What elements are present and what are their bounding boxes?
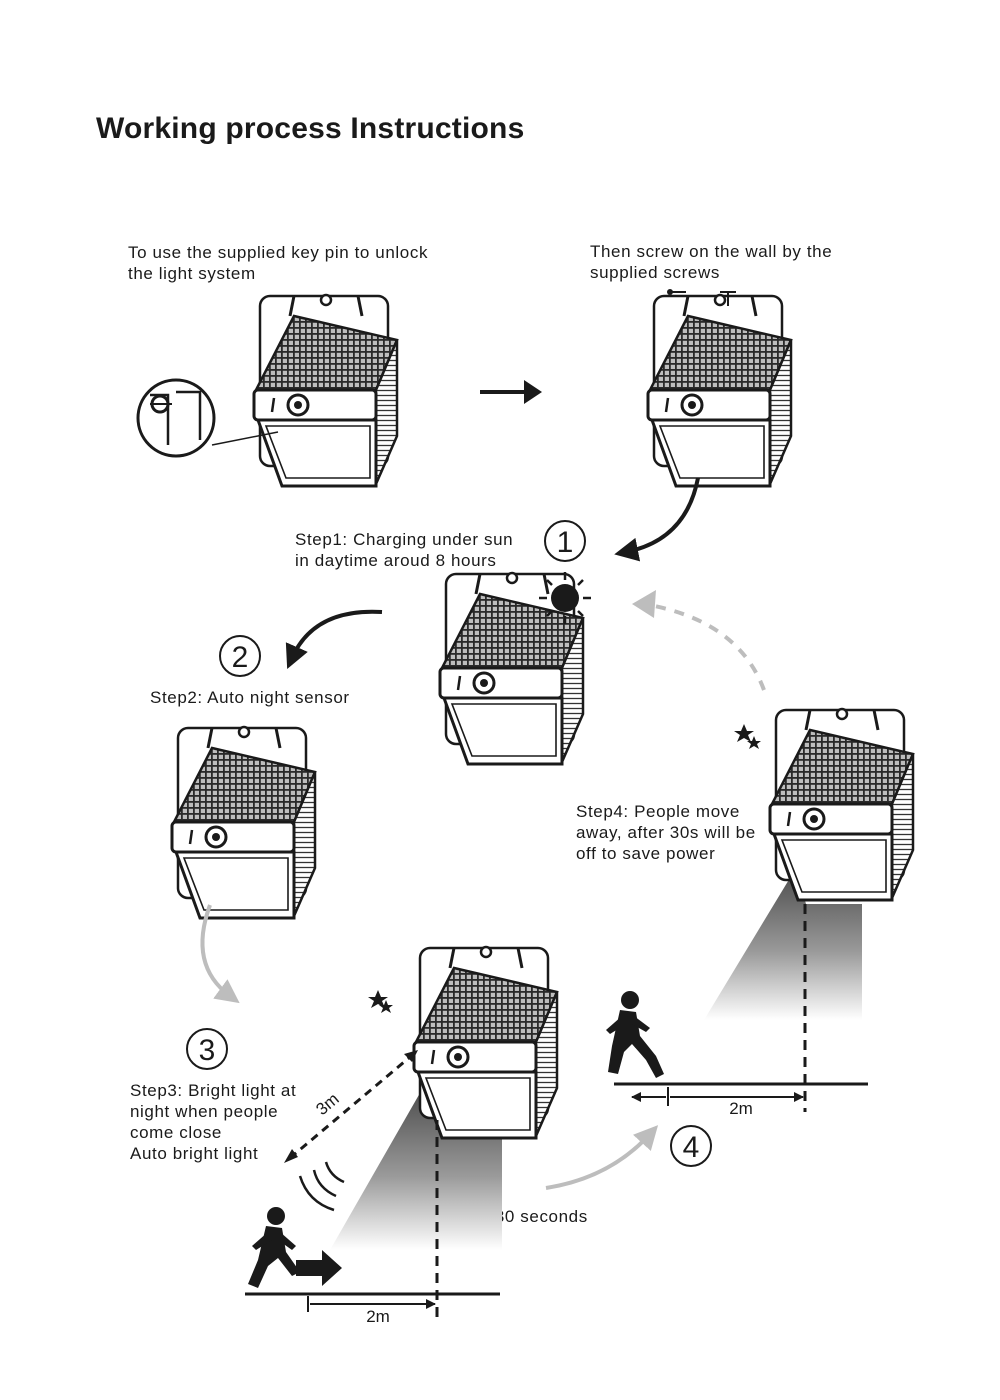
lamp-screwed [646,293,793,488]
zoom-detail-circle [136,378,216,458]
distance-label-step3: 2m [366,1307,390,1326]
sensor-range-arrow-end [404,1050,418,1062]
step1-number: 1 [557,526,574,559]
step3-number: 3 [199,1034,216,1067]
runner-icon-step4 [606,991,664,1078]
arrow-icon-to-step1 [614,477,700,562]
moon-stars-icon [351,982,393,1017]
moon-stars-icon-step4 [715,718,761,755]
screw-line-1: Then screw on the wall by the [590,242,833,261]
step1-line-2: in daytime aroud 8 hours [295,551,497,570]
unlock-line-1: To use the supplied key pin to unlock [128,243,429,262]
page-title: Working process Instructions [96,112,525,145]
sun-icon [539,572,591,624]
step4-number: 4 [683,1131,700,1164]
step4-text: Step4: People move away, after 30s will … [576,801,756,864]
light-beam-step4 [704,868,862,1020]
lamp-step4 [768,707,915,902]
step2-line-1: Step2: Auto night sensor [150,688,350,707]
step3-text: Step3: Bright light at night when people… [130,1080,296,1164]
sensor-range-label: 3m [312,1089,342,1119]
step2-number-circle [219,635,261,677]
step4-line-3: off to save power [576,844,716,863]
unlock-line-2: the light system [128,264,256,283]
step2-number: 2 [232,641,249,674]
sensor-range-arrow-start [284,1149,298,1163]
arrow-icon-right-head [524,380,542,404]
step3-line-4: Auto bright light [130,1144,259,1163]
arrow-icon-return [643,602,766,691]
step4-number-circle [670,1125,712,1167]
sensor-range-line [289,1055,411,1160]
screw-icon-1-head [667,289,673,295]
step1-line-1: Step1: Charging under sun [295,530,514,549]
step4-line-1: Step4: People move [576,802,740,821]
step3-number-circle [186,1028,228,1070]
step3-line-2: night when people [130,1102,279,1121]
screw-line-2: supplied screws [590,263,720,282]
lamp-unlock [252,293,399,488]
lamp-step2 [170,725,317,920]
step3-line-1: Step3: Bright light at [130,1081,297,1100]
arrow-icon-runner-step3 [296,1250,342,1286]
arrow-icon-to-step2 [285,609,383,669]
runner-icon-step3 [248,1207,300,1288]
step1-number-circle [544,520,586,562]
lamp-step3 [412,945,559,1140]
step4-line-2: away, after 30s will be [576,823,756,842]
motion-waves-icon [298,1161,345,1212]
arrow-icon-to-step3 [200,904,240,1004]
distance-label-step4: 2m [729,1099,753,1118]
screw-instruction: Then screw on the wall by the supplied s… [590,241,832,283]
step2-text: Step2: Auto night sensor [150,687,350,708]
step1-text: Step1: Charging under sun in daytime aro… [295,529,513,571]
zoom-pointer-line [211,431,279,446]
arrow-icon-to-step4 [545,1125,659,1190]
zoom-detail-frame [150,390,202,445]
arrow-icon-return-head [632,590,656,618]
unlock-instruction: To use the supplied key pin to unlock th… [128,242,428,284]
step3-line-3: come close [130,1123,222,1142]
